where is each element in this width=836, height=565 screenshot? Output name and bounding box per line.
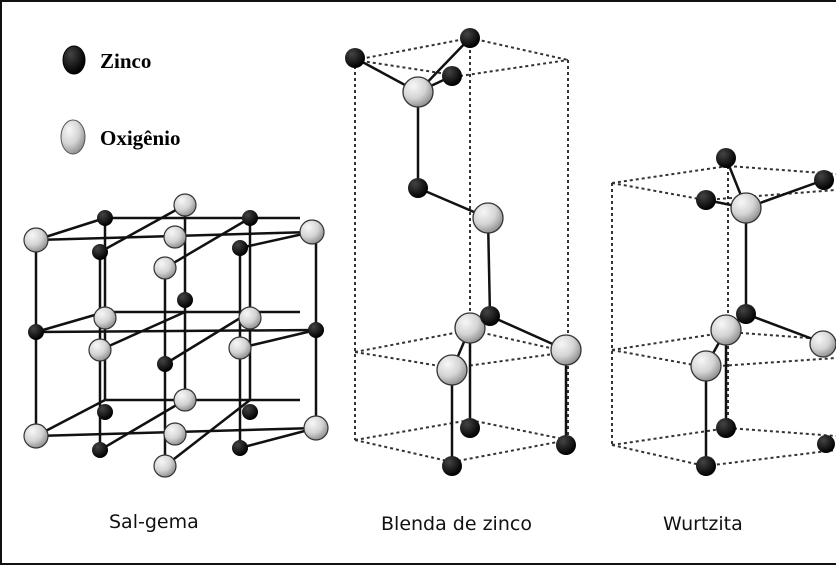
oxygen-atom <box>228 336 252 360</box>
zinc-atom <box>480 306 500 326</box>
zinc-blende-bonds <box>354 37 568 466</box>
rock-salt-caption: Sal-gema <box>109 511 199 533</box>
oxygen-atom <box>402 76 434 108</box>
zinc-atom <box>408 178 428 198</box>
zinc-atom <box>92 244 108 260</box>
wurtzite-atoms <box>690 148 836 476</box>
zinc-atom <box>97 404 113 420</box>
legend-oxygen-atom <box>60 119 86 155</box>
oxygen-atom <box>163 225 187 249</box>
legend-oxygen-label: Oxigênio <box>100 126 181 150</box>
oxygen-atom <box>436 354 468 386</box>
zinc-atom <box>556 435 576 455</box>
zinc-atom <box>696 456 716 476</box>
oxygen-atom <box>173 388 197 412</box>
zinc-atom <box>814 170 834 190</box>
legend: Zinco Oxigênio <box>60 45 181 155</box>
oxygen-atom <box>454 312 486 344</box>
oxygen-atom <box>173 193 197 217</box>
legend-zinc-atom <box>62 45 86 75</box>
zinc-atom <box>736 304 756 324</box>
zinc-atom <box>696 190 716 210</box>
wurtzite-caption: Wurtzita <box>663 513 743 535</box>
oxygen-atom <box>710 314 742 346</box>
zinc-atom <box>460 28 480 48</box>
rock-salt-atoms <box>23 193 329 478</box>
zinc-atom <box>716 418 736 438</box>
zinc-atom <box>242 404 258 420</box>
zinc-atom <box>308 322 324 338</box>
zinc-blende-atoms <box>345 28 582 476</box>
oxygen-atom <box>163 422 187 446</box>
zinc-atom <box>92 442 108 458</box>
zinc-blende-cell <box>354 37 569 463</box>
zinc-atom <box>157 356 173 372</box>
oxygen-atom <box>550 334 582 366</box>
zinc-atom <box>232 240 248 256</box>
oxygen-atom <box>153 454 177 478</box>
oxygen-atom <box>472 202 504 234</box>
oxygen-atom <box>153 256 177 280</box>
zinc-atom <box>345 48 365 68</box>
zinc-atom <box>817 435 835 453</box>
legend-zinc-label: Zinco <box>100 49 151 73</box>
zinc-atom <box>460 418 480 438</box>
zinc-atom <box>716 148 736 168</box>
oxygen-atom <box>88 338 112 362</box>
oxygen-atom <box>23 227 49 253</box>
zinc-atom <box>177 292 193 308</box>
oxygen-atom <box>690 350 722 382</box>
zinc-atom <box>28 324 44 340</box>
oxygen-atom <box>238 306 262 330</box>
zinc-atom <box>242 210 258 226</box>
oxygen-atom <box>299 219 325 245</box>
oxygen-atom <box>303 415 329 441</box>
zinc-blende-caption: Blenda de zinco <box>381 513 532 535</box>
oxygen-atom <box>23 423 49 449</box>
zinc-atom <box>232 440 248 456</box>
oxygen-atom <box>809 330 836 358</box>
zinc-atom <box>442 66 462 86</box>
zinc-atom <box>442 456 462 476</box>
oxygen-atom <box>93 306 117 330</box>
oxygen-atom <box>730 192 762 224</box>
zinc-atom <box>97 210 113 226</box>
